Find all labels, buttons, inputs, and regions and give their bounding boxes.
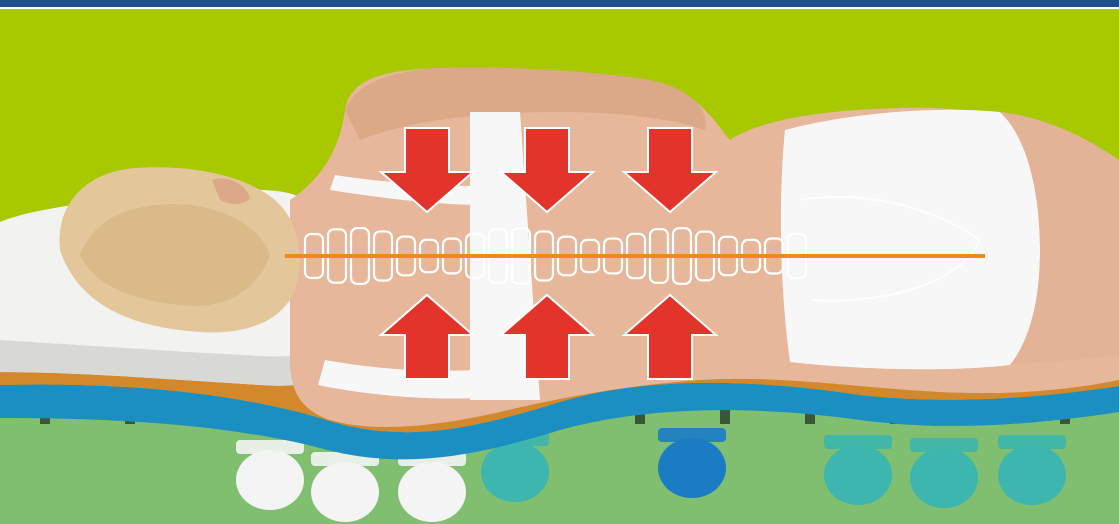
spring-cell xyxy=(398,462,466,522)
spring-cell xyxy=(824,445,892,505)
spring-cell xyxy=(311,462,379,522)
spring-cell xyxy=(481,442,549,502)
shorts xyxy=(781,110,1040,370)
top-strip xyxy=(0,0,1119,7)
spring-cell xyxy=(571,442,639,502)
spring-cell xyxy=(658,438,726,498)
spring-cell xyxy=(998,445,1066,505)
spring-cell xyxy=(910,448,978,508)
top-strip-highlight xyxy=(0,7,1119,9)
spring-cell xyxy=(236,450,304,510)
